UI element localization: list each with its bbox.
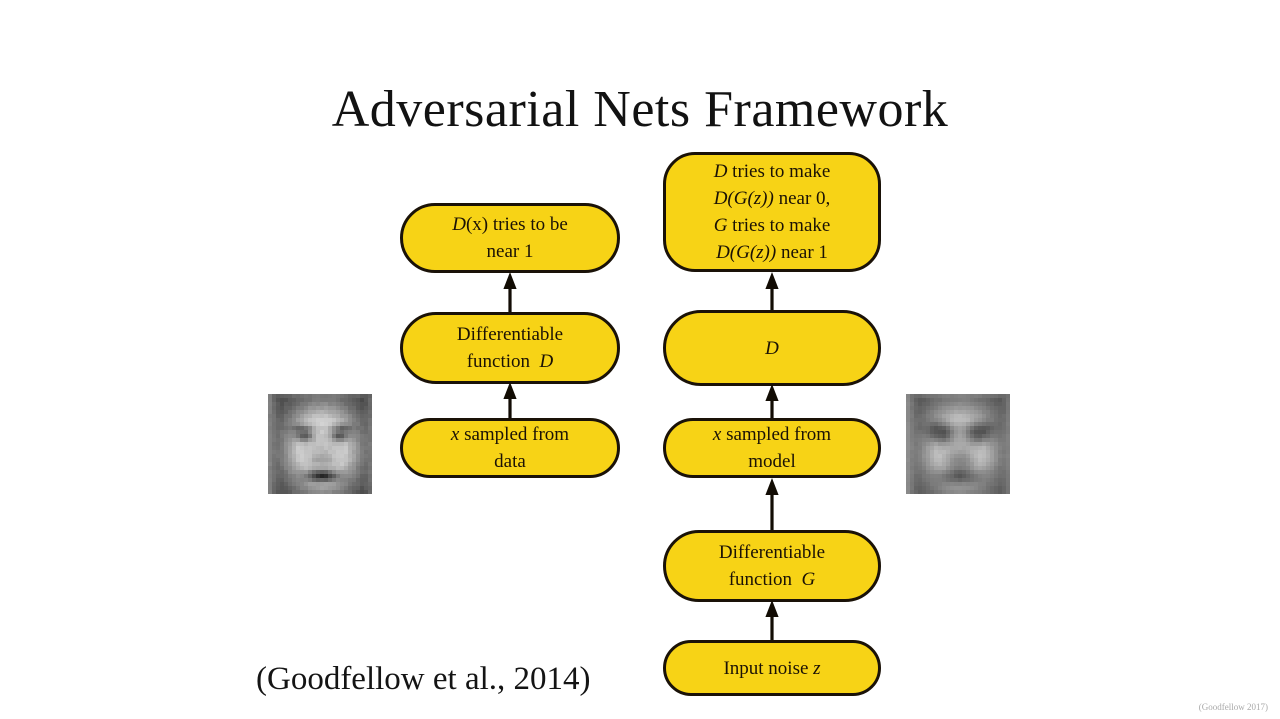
node-line-2: D(G(z)) near 0, — [676, 185, 868, 212]
node-line-3: G tries to make — [676, 212, 868, 239]
node-line-2: model — [676, 448, 868, 475]
node-line-4: D(G(z)) near 1 — [676, 239, 868, 266]
node-x-sampled-from-model[interactable]: x sampled from model — [663, 418, 881, 478]
watermark-attribution: (Goodfellow 2017) — [1199, 701, 1268, 713]
node-text: Differentiable function G — [666, 539, 878, 593]
arrow-function-g-to-model-sample — [761, 478, 783, 532]
node-text: D(x) tries to be near 1 — [403, 211, 617, 265]
node-line-1: Input noise z — [676, 655, 868, 682]
node-line-1: x sampled from — [413, 421, 607, 448]
node-text: x sampled from data — [403, 421, 617, 475]
node-d-tries-near-1[interactable]: D(x) tries to be near 1 — [400, 203, 620, 273]
node-dg-objectives[interactable]: D tries to make D(G(z)) near 0, G tries … — [663, 152, 881, 272]
node-discriminator-d[interactable]: D — [663, 310, 881, 386]
citation-text: (Goodfellow et al., 2014) — [256, 659, 591, 699]
node-line-2: data — [413, 448, 607, 475]
node-line-1: Differentiable — [676, 539, 868, 566]
node-text: Differentiable function D — [403, 321, 617, 375]
node-x-sampled-from-data[interactable]: x sampled from data — [400, 418, 620, 478]
node-line-2: function D — [413, 348, 607, 375]
arrow-function-d-to-objective — [499, 272, 521, 314]
node-line-2: function G — [676, 566, 868, 593]
node-line-1: D tries to make — [676, 158, 868, 185]
arrow-data-to-function-d — [499, 382, 521, 420]
node-text: D tries to make D(G(z)) near 0, G tries … — [666, 158, 878, 266]
node-differentiable-function-d[interactable]: Differentiable function D — [400, 312, 620, 384]
node-line-1: Differentiable — [413, 321, 607, 348]
node-text: Input noise z — [666, 655, 878, 682]
node-line-1: D(x) tries to be — [413, 211, 607, 238]
real-data-face-sample — [268, 394, 372, 494]
real-face-canvas — [268, 394, 372, 494]
arrow-d-to-objectives — [761, 272, 783, 312]
arrow-model-sample-to-d — [761, 384, 783, 420]
page-title: Adversarial Nets Framework — [0, 80, 1280, 140]
node-line-2: near 1 — [413, 238, 607, 265]
node-input-noise-z[interactable]: Input noise z — [663, 640, 881, 696]
arrow-noise-to-function-g — [761, 600, 783, 642]
generated-face-canvas — [906, 394, 1010, 494]
node-text: D — [666, 335, 878, 362]
node-text: x sampled from model — [666, 421, 878, 475]
node-differentiable-function-g[interactable]: Differentiable function G — [663, 530, 881, 602]
node-line-1: D — [676, 335, 868, 362]
node-line-1: x sampled from — [676, 421, 868, 448]
generated-model-face-sample — [906, 394, 1010, 494]
